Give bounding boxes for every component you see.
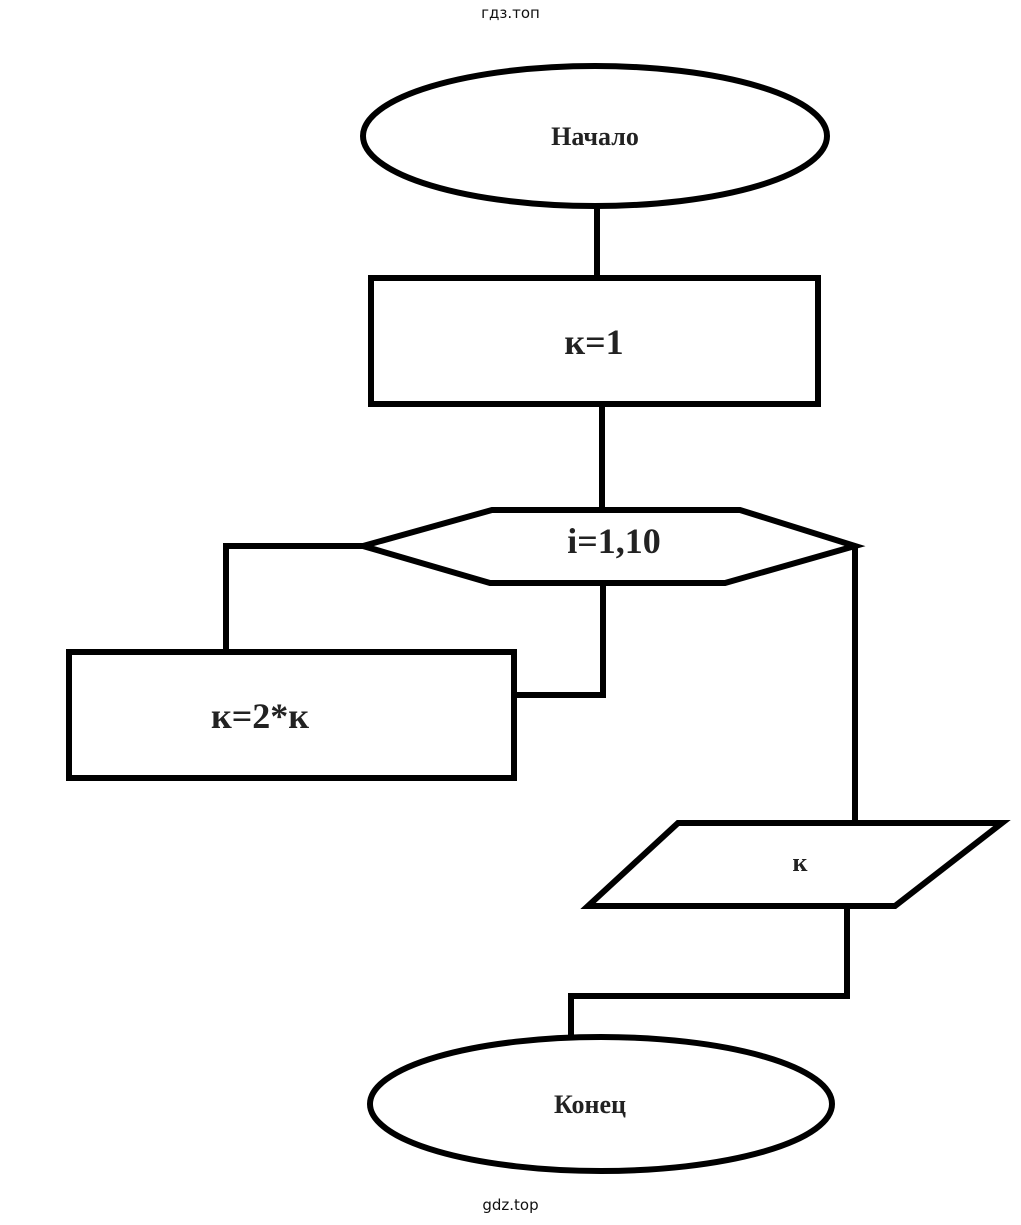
- end-terminator: [367, 1034, 835, 1174]
- loop-hexagon: [352, 507, 866, 586]
- body-process-box: [66, 649, 517, 781]
- connector-output-to-end: [568, 906, 850, 1037]
- output-label: к: [793, 848, 808, 877]
- end-label: Конец: [554, 1090, 626, 1119]
- loop-label: i=1,10: [567, 521, 661, 561]
- connector-body-return: [512, 586, 606, 698]
- body-label: к=2*к: [211, 696, 309, 736]
- watermark-bottom: gdz.top: [482, 1196, 539, 1214]
- watermark-top: гдз.топ: [481, 4, 540, 22]
- init-label: к=1: [564, 322, 623, 362]
- output-parallelogram: [580, 820, 1011, 909]
- connector-loop-to-body: [223, 543, 363, 652]
- init-process-box: [368, 275, 821, 407]
- start-terminator: [360, 63, 830, 209]
- start-label: Начало: [551, 122, 639, 151]
